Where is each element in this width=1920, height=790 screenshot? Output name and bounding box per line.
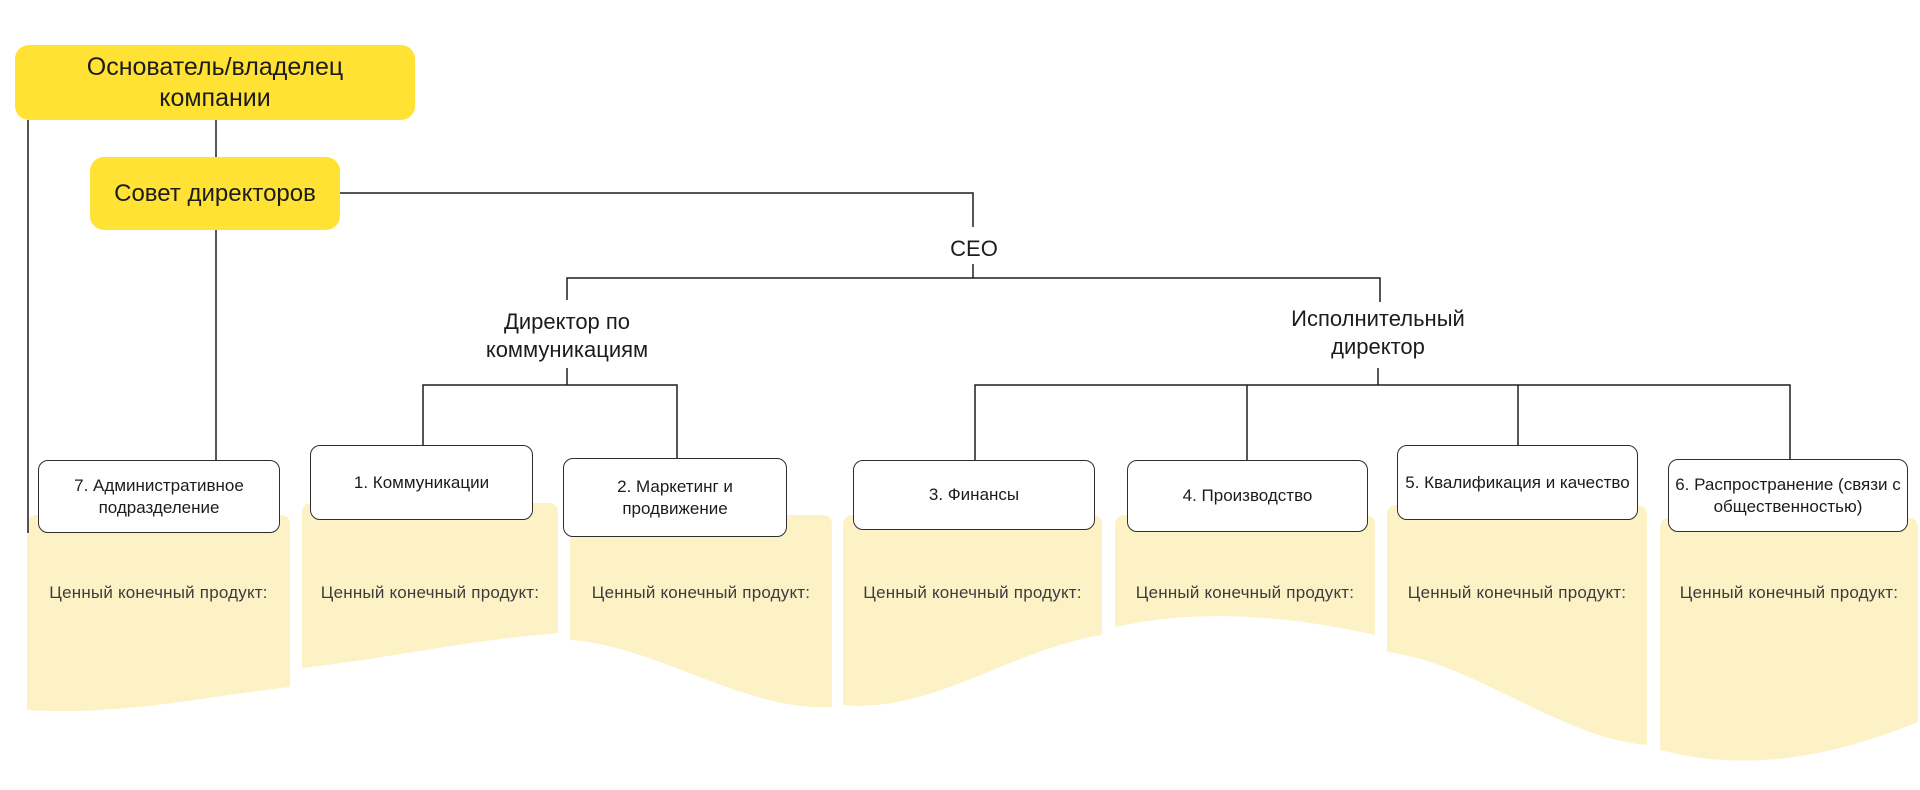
- node-dept-1-communications[interactable]: 1. Коммуникации: [310, 445, 533, 520]
- node-board-label: Совет директоров: [114, 180, 316, 207]
- node-comm-director-label: Директор по коммуникациям: [485, 309, 649, 362]
- vfp-wave-4-production: [1115, 515, 1375, 635]
- node-ceo[interactable]: CEO: [924, 235, 1024, 263]
- node-dept-6-distribution[interactable]: 6. Распространение (связи с общественнос…: [1668, 459, 1908, 532]
- node-founder[interactable]: Основатель/владелец компании: [15, 45, 415, 120]
- dept-label: 2. Маркетинг и продвижение: [617, 476, 733, 518]
- connector-board-to-ceo: [340, 192, 974, 227]
- connector-ceo-to-directors: [566, 277, 1381, 302]
- vfp-wave-5-quality: [1387, 505, 1647, 745]
- vfp-label-5-quality: Ценный конечный продукт:: [1407, 583, 1627, 602]
- dept-label: 3. Финансы: [928, 485, 1020, 504]
- dept-label: 4. Производство: [1182, 486, 1313, 505]
- connector-commdir-children: [422, 384, 678, 458]
- vfp-label-6-distribution: Ценный конечный продукт:: [1679, 583, 1899, 602]
- node-executive-director-label: Исполнительный директор: [1291, 306, 1465, 359]
- dept-label: 6. Распространение (связи с общественнос…: [1675, 474, 1901, 516]
- node-comm-director[interactable]: Директор по коммуникациям: [447, 308, 687, 364]
- vfp-wave-7-admin: [27, 515, 290, 712]
- node-dept-3-finance[interactable]: 3. Финансы: [853, 460, 1095, 530]
- vfp-wave-2-marketing: [570, 515, 832, 708]
- node-founder-label: Основатель/владелец компании: [86, 52, 344, 112]
- node-dept-2-marketing[interactable]: 2. Маркетинг и продвижение: [563, 458, 787, 537]
- node-ceo-label: CEO: [950, 236, 998, 261]
- node-dept-5-quality[interactable]: 5. Квалификация и качество: [1397, 445, 1638, 520]
- node-board[interactable]: Совет директоров: [90, 157, 340, 230]
- connector-execdir-children: [974, 384, 1791, 460]
- vfp-label-4-production: Ценный конечный продукт:: [1135, 583, 1355, 602]
- vfp-label-2-marketing: Ценный конечный продукт:: [591, 583, 811, 602]
- dept-label: 1. Коммуникации: [353, 472, 490, 492]
- node-dept-4-production[interactable]: 4. Производство: [1127, 460, 1368, 532]
- vfp-label-3-finance: Ценный конечный продукт:: [863, 583, 1082, 602]
- node-dept-7-admin[interactable]: 7. Административное подразделение: [38, 460, 280, 533]
- vfp-label-1-communications: Ценный конечный продукт:: [320, 583, 540, 602]
- node-executive-director[interactable]: Исполнительный директор: [1258, 305, 1498, 361]
- vfp-wave-1-communications: [302, 503, 558, 668]
- vfp-label-7-admin: Ценный конечный продукт:: [49, 583, 268, 602]
- vfp-wave-3-finance: [843, 515, 1102, 706]
- dept-label: 7. Административное подразделение: [74, 475, 244, 517]
- vfp-wave-6-distribution: [1660, 518, 1918, 761]
- dept-label: 5. Квалификация и качество: [1405, 472, 1630, 492]
